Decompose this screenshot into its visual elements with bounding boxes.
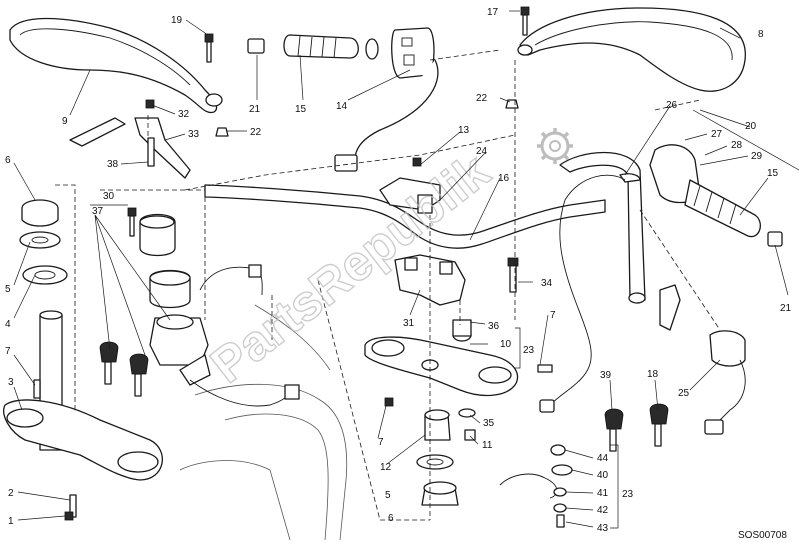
- callout-label: 5: [5, 284, 11, 295]
- callout-label: 40: [597, 470, 609, 481]
- callout-label: 7: [5, 346, 11, 357]
- handlebar: [204, 151, 646, 304]
- callout-labels: 1 2 3 4 5 5 6 6 7 7 7 8 9 10 11 12 13 14…: [5, 7, 792, 534]
- callout-label: 15: [295, 104, 307, 115]
- callout-label: 22: [476, 93, 488, 104]
- callout-label: 12: [380, 462, 392, 473]
- steering-stem: [3, 199, 163, 521]
- callout-label: 20: [745, 121, 757, 132]
- callout-label: 21: [249, 104, 261, 115]
- callout-label: 7: [378, 437, 384, 448]
- callout-leaders: [13, 10, 789, 528]
- callout-label: 44: [597, 453, 609, 464]
- callout-label: 14: [336, 101, 348, 112]
- callout-label: 13: [458, 125, 470, 136]
- callout-label: 23: [622, 489, 634, 500]
- callout-label: 17: [487, 7, 499, 18]
- switch-right: [539, 174, 746, 435]
- callout-label: 34: [541, 278, 553, 289]
- mirror-left: [9, 17, 223, 114]
- ignition-switch: [139, 213, 300, 407]
- callout-label: 1: [8, 516, 14, 527]
- guide-lines: [55, 49, 721, 521]
- callout-label: 29: [751, 151, 763, 162]
- keys: [99, 341, 669, 452]
- bracket-lines: [90, 109, 799, 529]
- callout-label: 9: [62, 116, 68, 127]
- callout-label: 25: [678, 388, 690, 399]
- throttle-grip: [619, 144, 783, 247]
- gear-icon: [537, 128, 573, 164]
- callout-label: 26: [666, 100, 678, 111]
- frame-outline: [179, 304, 348, 541]
- top-triple-clamp: [364, 319, 519, 397]
- callout-label: 27: [711, 129, 723, 140]
- callout-label: 21: [780, 303, 792, 314]
- clutch-lever: [69, 117, 191, 179]
- switch-left: [334, 27, 439, 172]
- callout-label: 7: [550, 310, 556, 321]
- callout-label: 23: [523, 345, 535, 356]
- callout-label: 36: [488, 321, 500, 332]
- handlebar-clamp-upper: [379, 157, 441, 214]
- callout-label: 38: [107, 159, 119, 170]
- handlebar-clamp-lower: [394, 254, 519, 306]
- misc-fasteners: [127, 99, 553, 373]
- callout-label: 39: [600, 370, 612, 381]
- callout-label: 3: [8, 377, 14, 388]
- callout-label: 22: [250, 127, 262, 138]
- callout-label: 5: [385, 490, 391, 501]
- callout-label: 37: [92, 206, 104, 217]
- callout-label: 30: [103, 191, 115, 202]
- callout-label: 43: [597, 523, 609, 534]
- callout-label: 35: [483, 418, 495, 429]
- callout-label: 8: [758, 29, 764, 40]
- callout-label: 19: [171, 15, 183, 26]
- callout-label: 31: [403, 318, 415, 329]
- callout-label: 16: [498, 173, 510, 184]
- lock-hardware: [499, 444, 573, 528]
- bolts-top: [145, 6, 530, 109]
- callout-label: 28: [731, 140, 743, 151]
- callout-label: 32: [178, 109, 190, 120]
- callout-label: 11: [482, 440, 493, 451]
- steering-ring-nut: [384, 397, 476, 506]
- mirror-right: [517, 7, 746, 92]
- callout-label: 2: [8, 488, 14, 499]
- grip-left: [247, 34, 379, 60]
- callout-label: 6: [388, 513, 394, 524]
- callout-label: 41: [597, 488, 609, 499]
- callout-label: 18: [647, 369, 659, 380]
- callout-label: 6: [5, 155, 11, 166]
- callout-label: 4: [5, 319, 11, 330]
- callout-label: 33: [188, 129, 200, 140]
- diagram-code: SOS00708: [738, 530, 787, 541]
- callout-label: 15: [767, 168, 779, 179]
- callout-label: 24: [476, 146, 488, 157]
- callout-label: 10: [500, 339, 512, 350]
- callout-label: 42: [597, 505, 609, 516]
